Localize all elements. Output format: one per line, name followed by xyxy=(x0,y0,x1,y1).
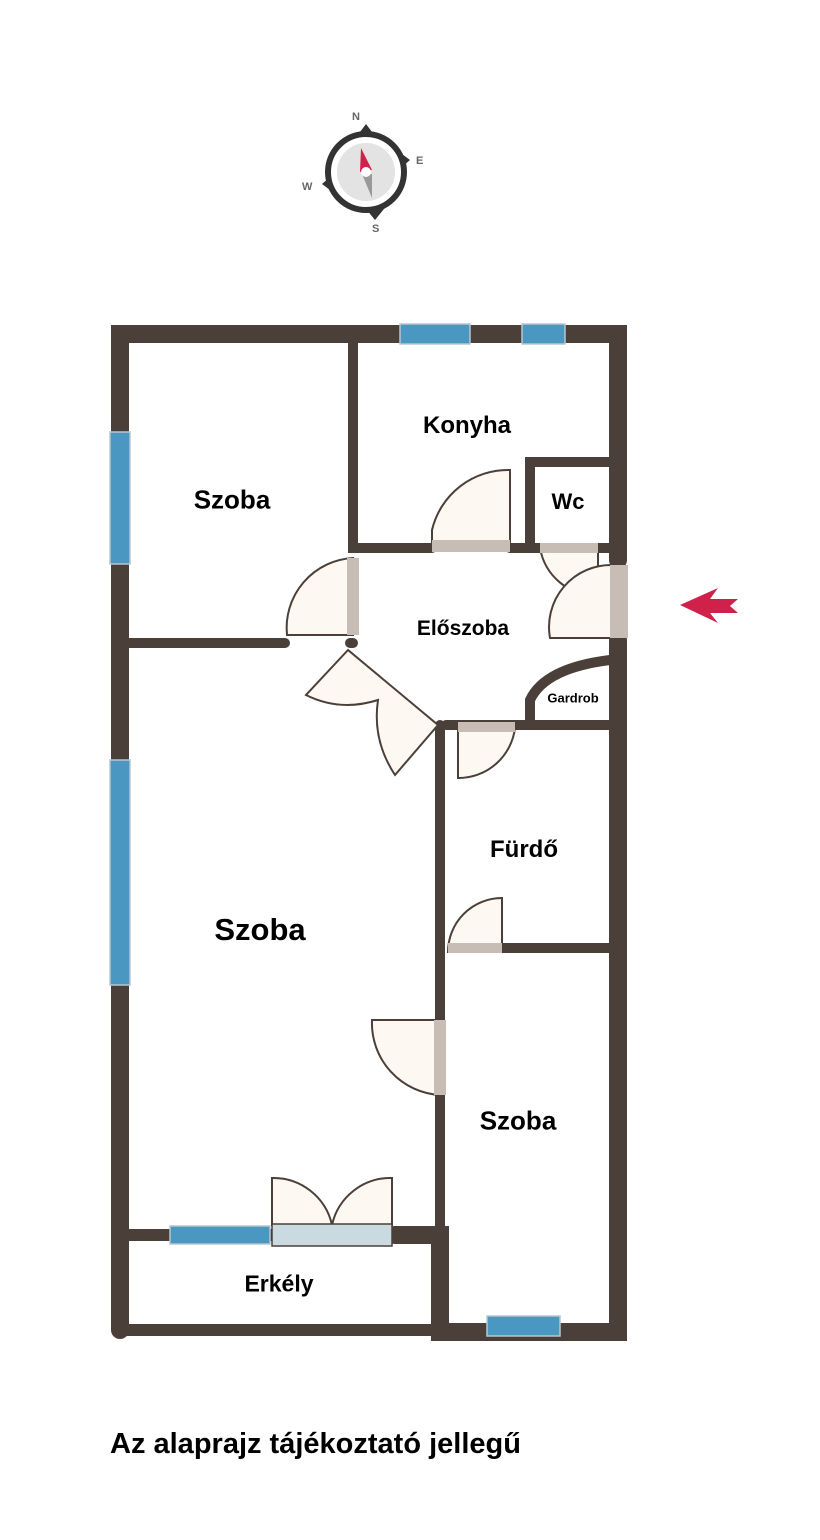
compass-e: E xyxy=(416,155,423,167)
compass-s: S xyxy=(372,223,379,235)
window xyxy=(521,323,566,345)
room-label-gardrob: Gardrob xyxy=(547,690,599,706)
compass-icon: N E S W xyxy=(302,111,423,235)
window xyxy=(109,759,131,986)
windows xyxy=(109,323,566,1337)
room-label-szoba-top: Szoba xyxy=(193,484,271,515)
compass-n: N xyxy=(352,111,360,123)
doors xyxy=(271,468,628,1247)
room-label-furdo: Fürdő xyxy=(490,836,558,863)
room-label-wc: Wc xyxy=(551,489,585,514)
compass-w: W xyxy=(302,181,313,193)
window xyxy=(399,323,471,345)
room-label-eloszoba: Előszoba xyxy=(416,617,510,640)
window xyxy=(169,1225,271,1245)
room-label-szoba-small: Szoba xyxy=(479,1105,557,1136)
window xyxy=(109,431,131,565)
window xyxy=(486,1315,561,1337)
room-label-szoba-main: Szoba xyxy=(214,912,306,947)
entrance-arrow-icon xyxy=(680,588,738,623)
room-label-konyha: Konyha xyxy=(422,412,512,439)
disclaimer-note: Az alaprajz tájékoztató jellegű xyxy=(110,1428,521,1460)
room-label-erkely: Erkély xyxy=(244,1270,314,1297)
